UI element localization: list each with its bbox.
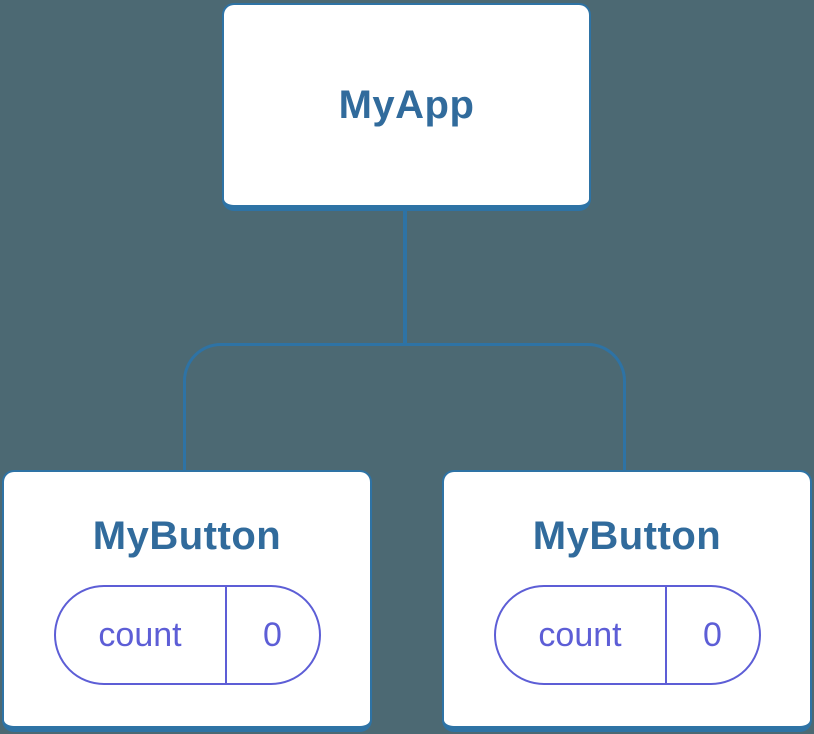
component-node-myapp: MyApp — [222, 3, 591, 211]
component-label-mybutton-2: MyButton — [532, 514, 722, 558]
component-node-mybutton-2: MyButton count 0 — [442, 470, 812, 732]
state-value-1: 0 — [263, 615, 282, 654]
component-label-mybutton-1: MyButton — [92, 514, 282, 558]
component-node-mybutton-1: MyButton count 0 — [2, 470, 372, 732]
connector-stem — [403, 211, 407, 344]
state-key-1: count — [56, 587, 227, 683]
state-pill-2: count 0 — [493, 585, 761, 685]
state-pill-1: count 0 — [53, 585, 321, 685]
state-value-2: 0 — [703, 615, 722, 654]
component-label-myapp: MyApp — [338, 82, 475, 127]
connector-bracket — [183, 343, 626, 470]
state-key-2: count — [496, 587, 667, 683]
